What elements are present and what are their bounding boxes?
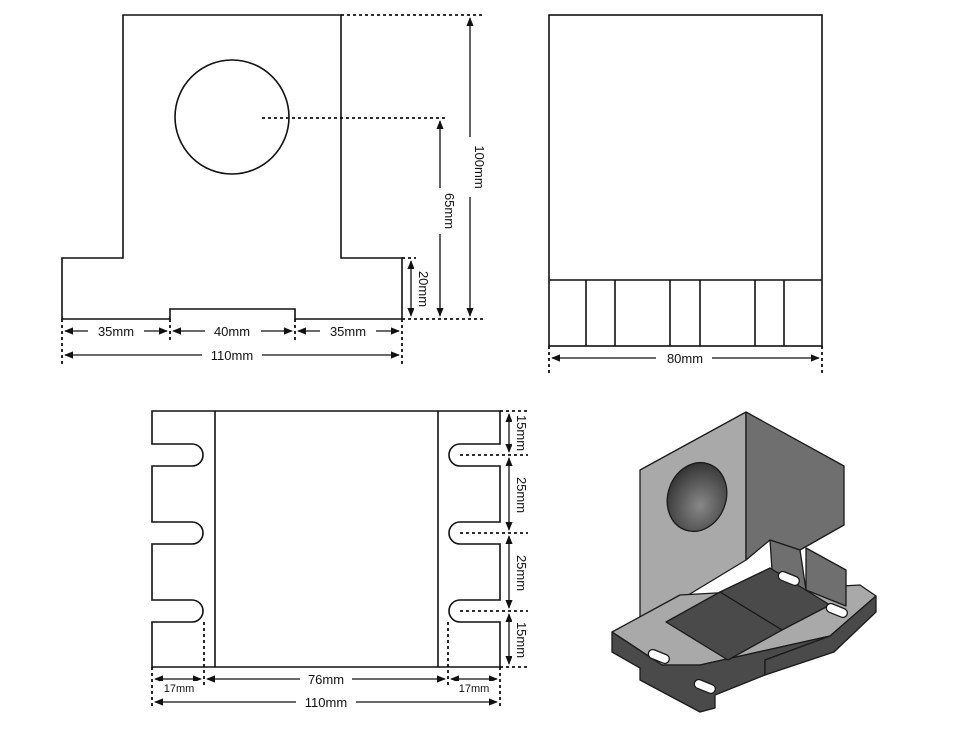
dim-pitch-1: 25mm [514, 477, 529, 513]
iso-tab-block [665, 591, 783, 661]
dim-base-height: 20mm [416, 271, 431, 307]
iso-view [611, 411, 877, 713]
dim-top-margin: 15mm [514, 415, 529, 451]
front-outline [61, 14, 403, 320]
dim-side-depth: 80mm [667, 351, 703, 366]
dim-left-foot: 35mm [98, 324, 134, 339]
iso-hole [666, 461, 728, 533]
dim-bottom-total-width: 110mm [305, 695, 347, 710]
dim-left-tab: 17mm [164, 683, 195, 695]
dim-right-foot: 35mm [330, 324, 366, 339]
bottom-view: 15mm 25mm 25mm 15mm 17mm 76mm 17mm 110mm [151, 410, 529, 710]
iso-base-front-face [611, 631, 831, 713]
dim-front-total-width: 110mm [211, 348, 253, 363]
iso-slot [647, 648, 670, 665]
dim-right-tab: 17mm [459, 683, 490, 695]
dim-pitch-2: 25mm [514, 555, 529, 591]
iso-slot [693, 678, 716, 695]
dim-bottom-margin: 15mm [514, 622, 529, 658]
iso-slot [777, 570, 800, 587]
side-view: 80mm [548, 14, 823, 375]
front-view: 100mm 65mm 20mm 35mm 40mm 35mm 110mm [61, 14, 487, 367]
dim-slot-width: 40mm [214, 324, 250, 339]
iso-plate-side-face [745, 411, 845, 561]
dim-center-width: 76mm [308, 672, 344, 687]
iso-slot [825, 602, 848, 619]
side-outline [548, 14, 823, 347]
front-hole [174, 59, 290, 175]
iso-tab-block [805, 547, 847, 607]
dim-hole-center: 65mm [442, 193, 457, 229]
iso-base-right-face [764, 595, 877, 676]
dim-total-height: 100mm [472, 145, 487, 188]
